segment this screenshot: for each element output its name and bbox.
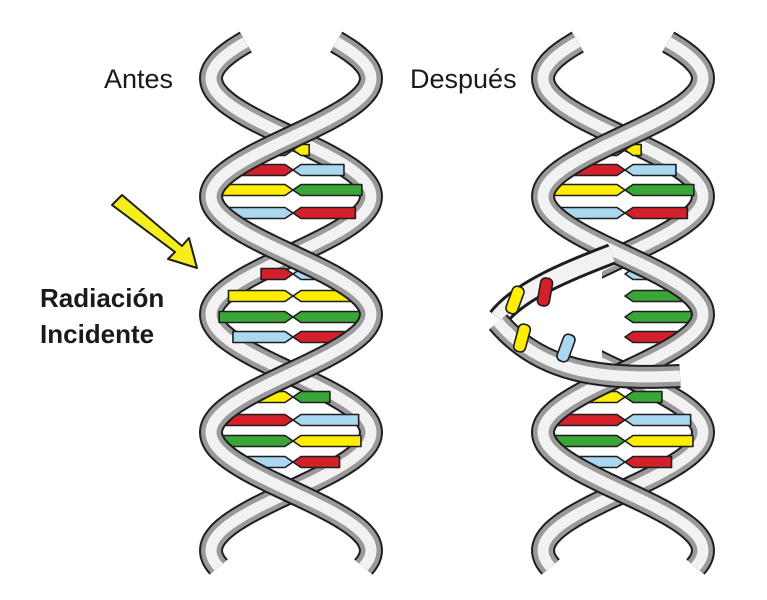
base-right bbox=[292, 434, 362, 448]
base-right bbox=[624, 455, 673, 469]
loose-base bbox=[512, 323, 532, 353]
base-right bbox=[624, 413, 692, 427]
base-left bbox=[220, 434, 294, 448]
base-left bbox=[219, 183, 294, 197]
loose-base bbox=[536, 277, 554, 307]
base-left bbox=[227, 289, 294, 303]
label-after: Después bbox=[410, 64, 517, 94]
loose-base bbox=[556, 333, 576, 363]
label-before: Antes bbox=[104, 64, 174, 94]
base-left bbox=[551, 183, 626, 197]
backbone-strand-front bbox=[199, 31, 383, 576]
base-right bbox=[292, 310, 364, 324]
label-radiation-line2: Incidente bbox=[40, 319, 155, 349]
label-incident-radiation: Radiación Incidente bbox=[40, 280, 164, 352]
base-right bbox=[292, 413, 360, 427]
label-radiation-line1: Radiación bbox=[40, 283, 165, 313]
helix-after bbox=[488, 31, 715, 576]
base-right bbox=[624, 206, 689, 220]
loose-base bbox=[505, 285, 525, 315]
base-right bbox=[624, 434, 694, 448]
base-right bbox=[624, 163, 677, 177]
backbone-strand-back bbox=[199, 31, 383, 576]
backbone-strand-front bbox=[531, 31, 715, 576]
base-right bbox=[292, 183, 363, 197]
base-right bbox=[624, 183, 695, 197]
base-left bbox=[260, 267, 294, 281]
base-left bbox=[232, 330, 294, 344]
base-right bbox=[292, 163, 345, 177]
base-right bbox=[292, 206, 357, 220]
base-right bbox=[624, 390, 663, 404]
base-right bbox=[292, 455, 341, 469]
broken-strand bbox=[488, 243, 681, 389]
base-right bbox=[624, 310, 696, 324]
base-pairs bbox=[218, 143, 364, 469]
base-left bbox=[218, 310, 294, 324]
helix-before bbox=[199, 31, 383, 576]
radiation-arrow-icon bbox=[111, 194, 198, 269]
base-right bbox=[292, 390, 331, 404]
base-left bbox=[552, 434, 626, 448]
